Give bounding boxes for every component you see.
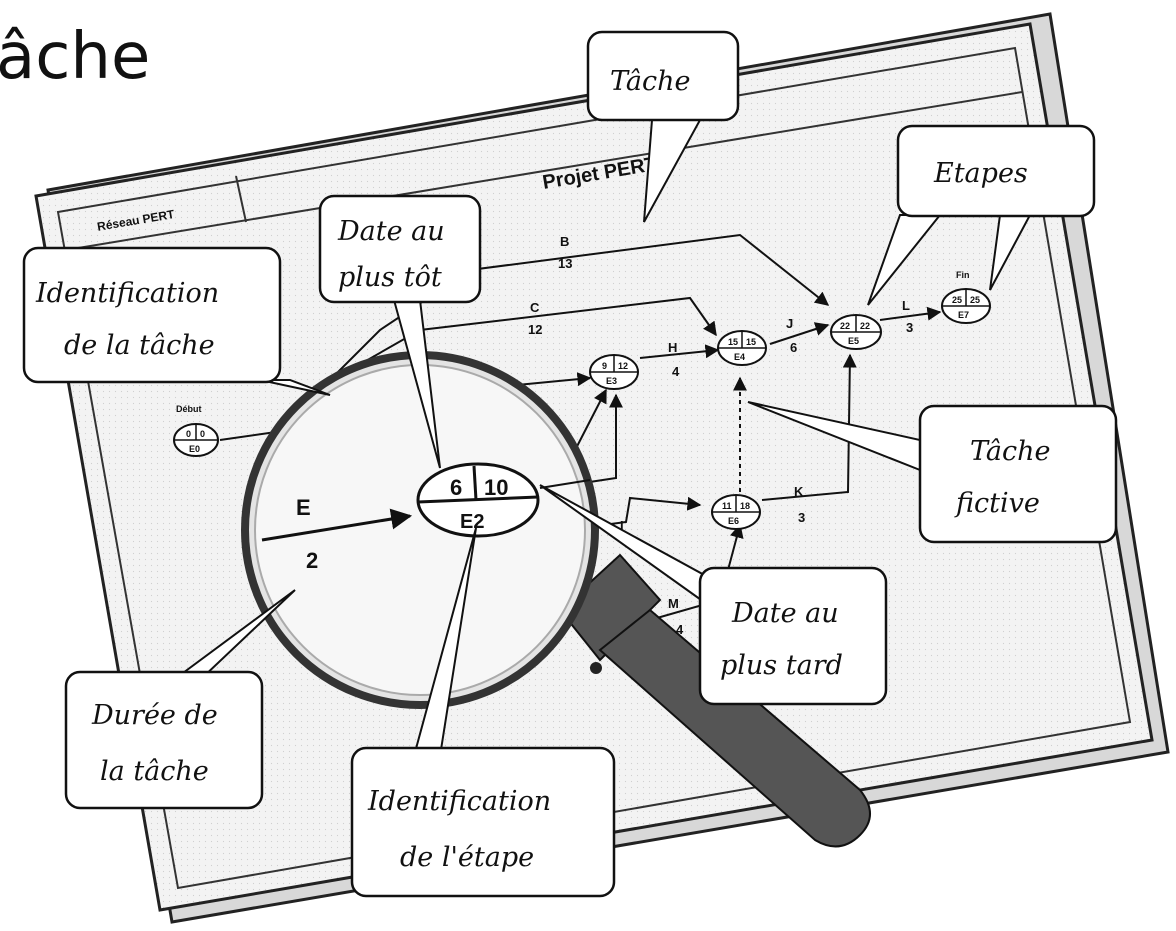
svg-text:0: 0 <box>200 429 205 439</box>
node-e4: 15 15 E4 <box>718 331 766 365</box>
task-duration-k: 3 <box>798 510 805 525</box>
end-node: 25 25 E7 <box>942 289 990 323</box>
task-duration-h: 4 <box>672 364 680 379</box>
svg-text:Tâche: Tâche <box>610 66 691 97</box>
svg-text:Identification: Identification <box>35 278 219 309</box>
magnified-node-id: E2 <box>460 511 484 533</box>
svg-text:Etapes: Etapes <box>933 158 1028 189</box>
callout-tache-fictive: Tâche fictive <box>920 406 1116 542</box>
svg-text:Date au: Date au <box>731 598 839 629</box>
svg-text:25: 25 <box>952 295 962 305</box>
svg-text:22: 22 <box>860 321 870 331</box>
end-label: Fin <box>956 270 970 280</box>
svg-text:E3: E3 <box>606 376 617 386</box>
svg-text:Tâche: Tâche <box>970 436 1051 467</box>
magnified-node-early: 6 <box>450 475 462 500</box>
callout-ident-etape: Identification de l'étape <box>352 748 614 896</box>
start-label: Début <box>176 404 202 414</box>
magnified-task-id: E <box>296 495 311 520</box>
svg-text:25: 25 <box>970 295 980 305</box>
task-label-k: K <box>794 484 804 499</box>
task-label-l: L <box>902 298 910 313</box>
svg-text:E0: E0 <box>189 444 200 454</box>
callout-tache: Tâche <box>588 32 738 120</box>
task-label-j: J <box>786 316 793 331</box>
magnified-task-duration: 2 <box>306 548 318 573</box>
task-label-c: C <box>530 300 540 315</box>
svg-text:15: 15 <box>746 337 756 347</box>
task-label-m: M <box>668 596 679 611</box>
svg-text:Date au: Date au <box>337 216 445 247</box>
start-node: 0 0 E0 <box>174 424 218 456</box>
svg-text:de l'étape: de l'étape <box>400 842 534 873</box>
svg-text:11: 11 <box>722 501 732 511</box>
svg-text:fictive: fictive <box>954 488 1040 519</box>
callout-etapes: Etapes <box>898 126 1094 216</box>
magnified-node-late: 10 <box>484 475 508 500</box>
node-e6: 11 18 E6 <box>712 495 760 529</box>
task-label-b: B <box>560 234 569 249</box>
svg-text:Identification: Identification <box>367 786 551 817</box>
node-e3: 9 12 E3 <box>590 355 638 389</box>
svg-text:Durée de: Durée de <box>91 700 218 731</box>
task-label-h: H <box>668 340 677 355</box>
svg-text:plus tôt: plus tôt <box>338 262 442 293</box>
callout-date-tot: Date au plus tôt <box>320 196 480 302</box>
svg-text:9: 9 <box>602 361 607 371</box>
magnifier-lens: E 2 6 10 E2 <box>245 355 595 705</box>
task-duration-b: 13 <box>558 256 572 271</box>
page-title-fragment: âche <box>0 20 150 94</box>
svg-text:E7: E7 <box>958 310 969 320</box>
task-duration-l: 3 <box>906 320 913 335</box>
node-e5: 22 22 E5 <box>831 315 881 349</box>
svg-text:plus tard: plus tard <box>720 650 843 681</box>
task-duration-j: 6 <box>790 340 797 355</box>
callout-date-tard: Date au plus tard <box>700 568 886 704</box>
svg-text:la tâche: la tâche <box>100 756 209 787</box>
svg-text:E6: E6 <box>728 516 739 526</box>
svg-text:0: 0 <box>186 429 191 439</box>
callout-duree: Durée de la tâche <box>66 672 262 808</box>
svg-text:18: 18 <box>740 501 750 511</box>
svg-text:15: 15 <box>728 337 738 347</box>
callout-ident-tache: Identification de la tâche <box>24 248 280 382</box>
svg-text:E5: E5 <box>848 336 859 346</box>
svg-text:12: 12 <box>618 361 628 371</box>
svg-text:de la tâche: de la tâche <box>64 330 215 361</box>
task-duration-c: 12 <box>528 322 542 337</box>
svg-text:22: 22 <box>840 321 850 331</box>
svg-text:E4: E4 <box>734 352 745 362</box>
